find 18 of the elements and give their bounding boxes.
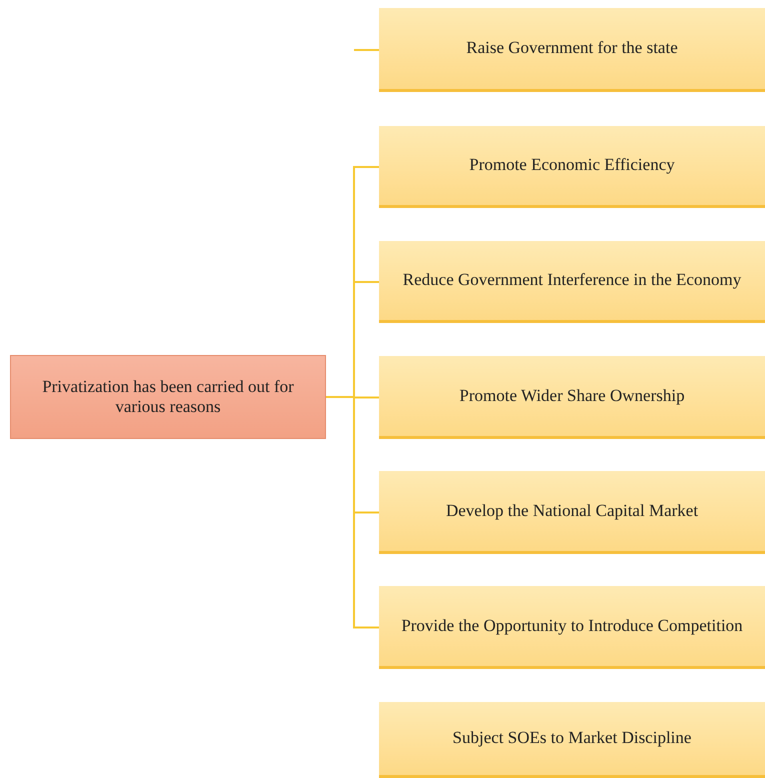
box-text: Privatization has been carried out for various reasons	[41, 376, 295, 418]
box-text: Raise Government for the state	[466, 38, 678, 59]
box-text: Provide the Opportunity to Introduce Competition	[401, 616, 743, 636]
connector-line	[326, 396, 379, 628]
reason-box	[379, 586, 765, 669]
connector-line	[354, 49, 379, 51]
box-text: Reduce Government Interference in the Economy	[402, 270, 742, 291]
box-text: Promote Economic Efficiency	[469, 155, 675, 176]
reason-box	[379, 8, 765, 92]
box-text: Promote Wider Share Ownership	[459, 386, 685, 406]
reason-box	[379, 471, 765, 554]
topic-box	[10, 355, 326, 439]
reason-box	[379, 356, 765, 439]
box-text: Subject SOEs to Market Discipline	[452, 728, 692, 749]
reason-box	[379, 241, 765, 323]
reason-box	[379, 126, 765, 208]
box-text: Develop the National Capital Market	[446, 500, 698, 522]
reason-box	[379, 702, 765, 778]
